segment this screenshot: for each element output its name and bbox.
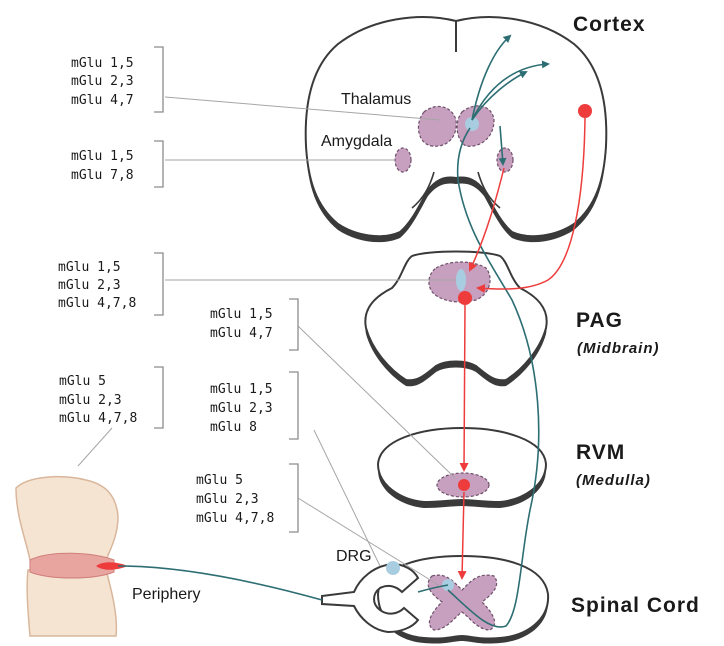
receptor-label: mGlu 4,7,8 [196, 511, 274, 526]
receptor-list-amygdala: mGlu 1,5 mGlu 7,8 [71, 149, 134, 183]
receptor-label: mGlu 7,8 [71, 168, 134, 183]
receptor-list-drg: mGlu 1,5 mGlu 2,3 mGlu 8 [210, 382, 273, 435]
receptor-label: mGlu 2,3 [59, 393, 122, 408]
receptor-label: mGlu 4,7,8 [58, 296, 136, 311]
receptor-label: mGlu 1,5 [71, 149, 134, 164]
thalamus-label: Thalamus [341, 91, 411, 108]
receptor-brackets [154, 47, 298, 532]
pag-receptor-site [456, 269, 466, 291]
receptor-label: mGlu 1,5 [71, 56, 134, 71]
cortex-red-neuron [578, 104, 592, 118]
receptor-label: mGlu 5 [59, 374, 106, 389]
receptor-label: mGlu 1,5 [210, 307, 273, 322]
rvm-subtitle: (Medulla) [576, 472, 651, 489]
receptor-list-pag: mGlu 1,5 mGlu 2,3 mGlu 4,7,8 [58, 260, 136, 311]
receptor-label: mGlu 4,7 [71, 93, 134, 108]
receptor-label: mGlu 8 [210, 420, 257, 435]
cortex-title: Cortex [573, 13, 646, 36]
receptor-label: mGlu 2,3 [58, 278, 121, 293]
knee-joint-illustration [16, 477, 128, 636]
receptor-list-periphery: mGlu 5 mGlu 2,3 mGlu 4,7,8 [59, 374, 137, 426]
amygdala-nucleus-right [497, 148, 513, 172]
amygdala-label: Amygdala [321, 133, 392, 150]
receptor-label: mGlu 4,7,8 [59, 411, 137, 426]
periphery-label: Periphery [132, 586, 200, 603]
receptor-label: mGlu 1,5 [210, 382, 273, 397]
receptor-list-spinal-cord: mGlu 5 mGlu 2,3 mGlu 4,7,8 [196, 473, 274, 526]
receptor-label: mGlu 2,3 [210, 401, 273, 416]
pag-red-neuron [458, 291, 472, 305]
receptor-list-rvm: mGlu 1,5 mGlu 4,7 [210, 307, 273, 341]
rvm-red-neuron [458, 479, 470, 491]
receptor-label: mGlu 5 [196, 473, 243, 488]
pag-title: PAG [576, 309, 623, 332]
spinal-cord-title: Spinal Cord [571, 594, 700, 617]
rvm-title: RVM [576, 441, 625, 464]
thalamus-nucleus-left [418, 106, 456, 146]
amygdala-nucleus-left [395, 148, 411, 172]
brain-coronal-section [306, 17, 607, 242]
drg-label: DRG [336, 548, 372, 565]
receptor-label: mGlu 1,5 [58, 260, 121, 275]
drg-ganglion [386, 561, 400, 575]
receptor-label: mGlu 4,7 [210, 326, 273, 341]
receptor-label: mGlu 2,3 [71, 74, 134, 89]
receptor-list-thalamus: mGlu 1,5 mGlu 2,3 mGlu 4,7 [71, 56, 134, 108]
receptor-label: mGlu 2,3 [196, 492, 259, 507]
pag-subtitle: (Midbrain) [577, 340, 660, 357]
